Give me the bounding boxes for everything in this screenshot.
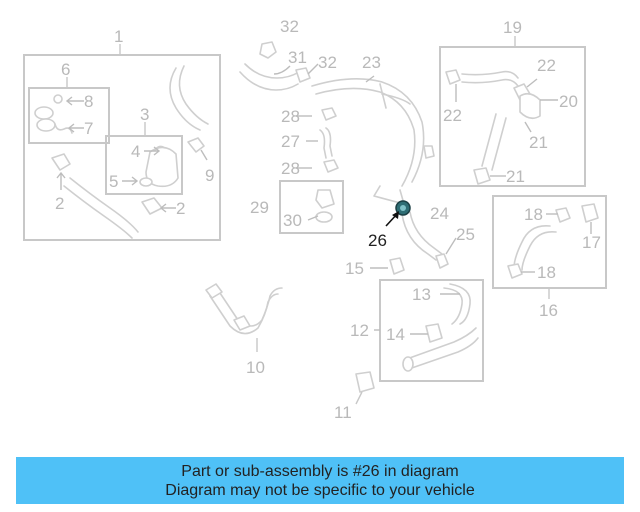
callout-12: 12 xyxy=(350,321,369,340)
banner-line-2: Diagram may not be specific to your vehi… xyxy=(165,481,475,499)
info-banner: Part or sub-assembly is #26 in diagram D… xyxy=(16,457,624,504)
group-29-box xyxy=(279,180,344,234)
callout-16: 16 xyxy=(539,301,558,320)
callout-21-middle: 21 xyxy=(529,133,548,152)
callout-31: 31 xyxy=(288,48,307,67)
callout-6: 6 xyxy=(61,60,70,79)
callout-5: 5 xyxy=(109,172,118,191)
callout-22-right: 22 xyxy=(537,56,556,75)
callout-32-left: 32 xyxy=(280,17,299,36)
parts-diagram: 1 6 8 7 3 4 5 9 2 2 32 31 32 23 28 27 28… xyxy=(23,17,607,422)
callout-15: 15 xyxy=(345,259,364,278)
callout-22-left: 22 xyxy=(443,106,462,125)
callout-7: 7 xyxy=(84,119,93,138)
leader-lines xyxy=(56,63,592,335)
leader-26-arrow xyxy=(385,211,399,227)
banner-line-1: Part or sub-assembly is #26 in diagram xyxy=(181,462,459,480)
callout-2-right: 2 xyxy=(176,199,185,218)
group-16-box xyxy=(492,195,607,299)
group-1-box xyxy=(23,44,221,241)
callout-2-left: 2 xyxy=(55,194,64,213)
callout-labels: 1 6 8 7 3 4 5 9 2 2 32 31 32 23 28 27 28… xyxy=(55,17,601,422)
callout-21-bottom: 21 xyxy=(506,167,525,186)
callout-8: 8 xyxy=(84,92,93,111)
callout-30: 30 xyxy=(283,211,302,230)
callout-26[interactable]: 26 xyxy=(368,231,387,250)
callout-20: 20 xyxy=(559,92,578,111)
callout-13: 13 xyxy=(412,285,431,304)
center-hoses xyxy=(389,211,449,275)
callout-19: 19 xyxy=(503,18,522,37)
callout-27: 27 xyxy=(281,132,300,151)
callout-4: 4 xyxy=(131,142,140,161)
callout-28-top: 28 xyxy=(281,107,300,126)
callout-1: 1 xyxy=(114,27,123,46)
callout-14: 14 xyxy=(386,325,405,344)
callout-3: 3 xyxy=(140,105,149,124)
callout-18-top: 18 xyxy=(524,205,543,224)
callout-18-bottom: 18 xyxy=(537,263,556,282)
group-1-parts xyxy=(34,65,209,239)
callout-25: 25 xyxy=(456,225,475,244)
callout-28-bottom: 28 xyxy=(281,159,300,178)
part-26-highlighted[interactable] xyxy=(395,200,411,216)
callout-24: 24 xyxy=(430,204,449,223)
callout-9: 9 xyxy=(205,166,214,185)
callout-32-right: 32 xyxy=(318,53,337,72)
group-19-box xyxy=(439,36,586,187)
part-10-hose xyxy=(205,283,283,352)
callout-29: 29 xyxy=(250,198,269,217)
callout-10: 10 xyxy=(246,358,265,377)
callout-23: 23 xyxy=(362,53,381,72)
top-middle-parts xyxy=(239,41,435,205)
callout-11: 11 xyxy=(334,403,352,422)
callout-17: 17 xyxy=(582,233,601,252)
part-11 xyxy=(355,371,375,405)
